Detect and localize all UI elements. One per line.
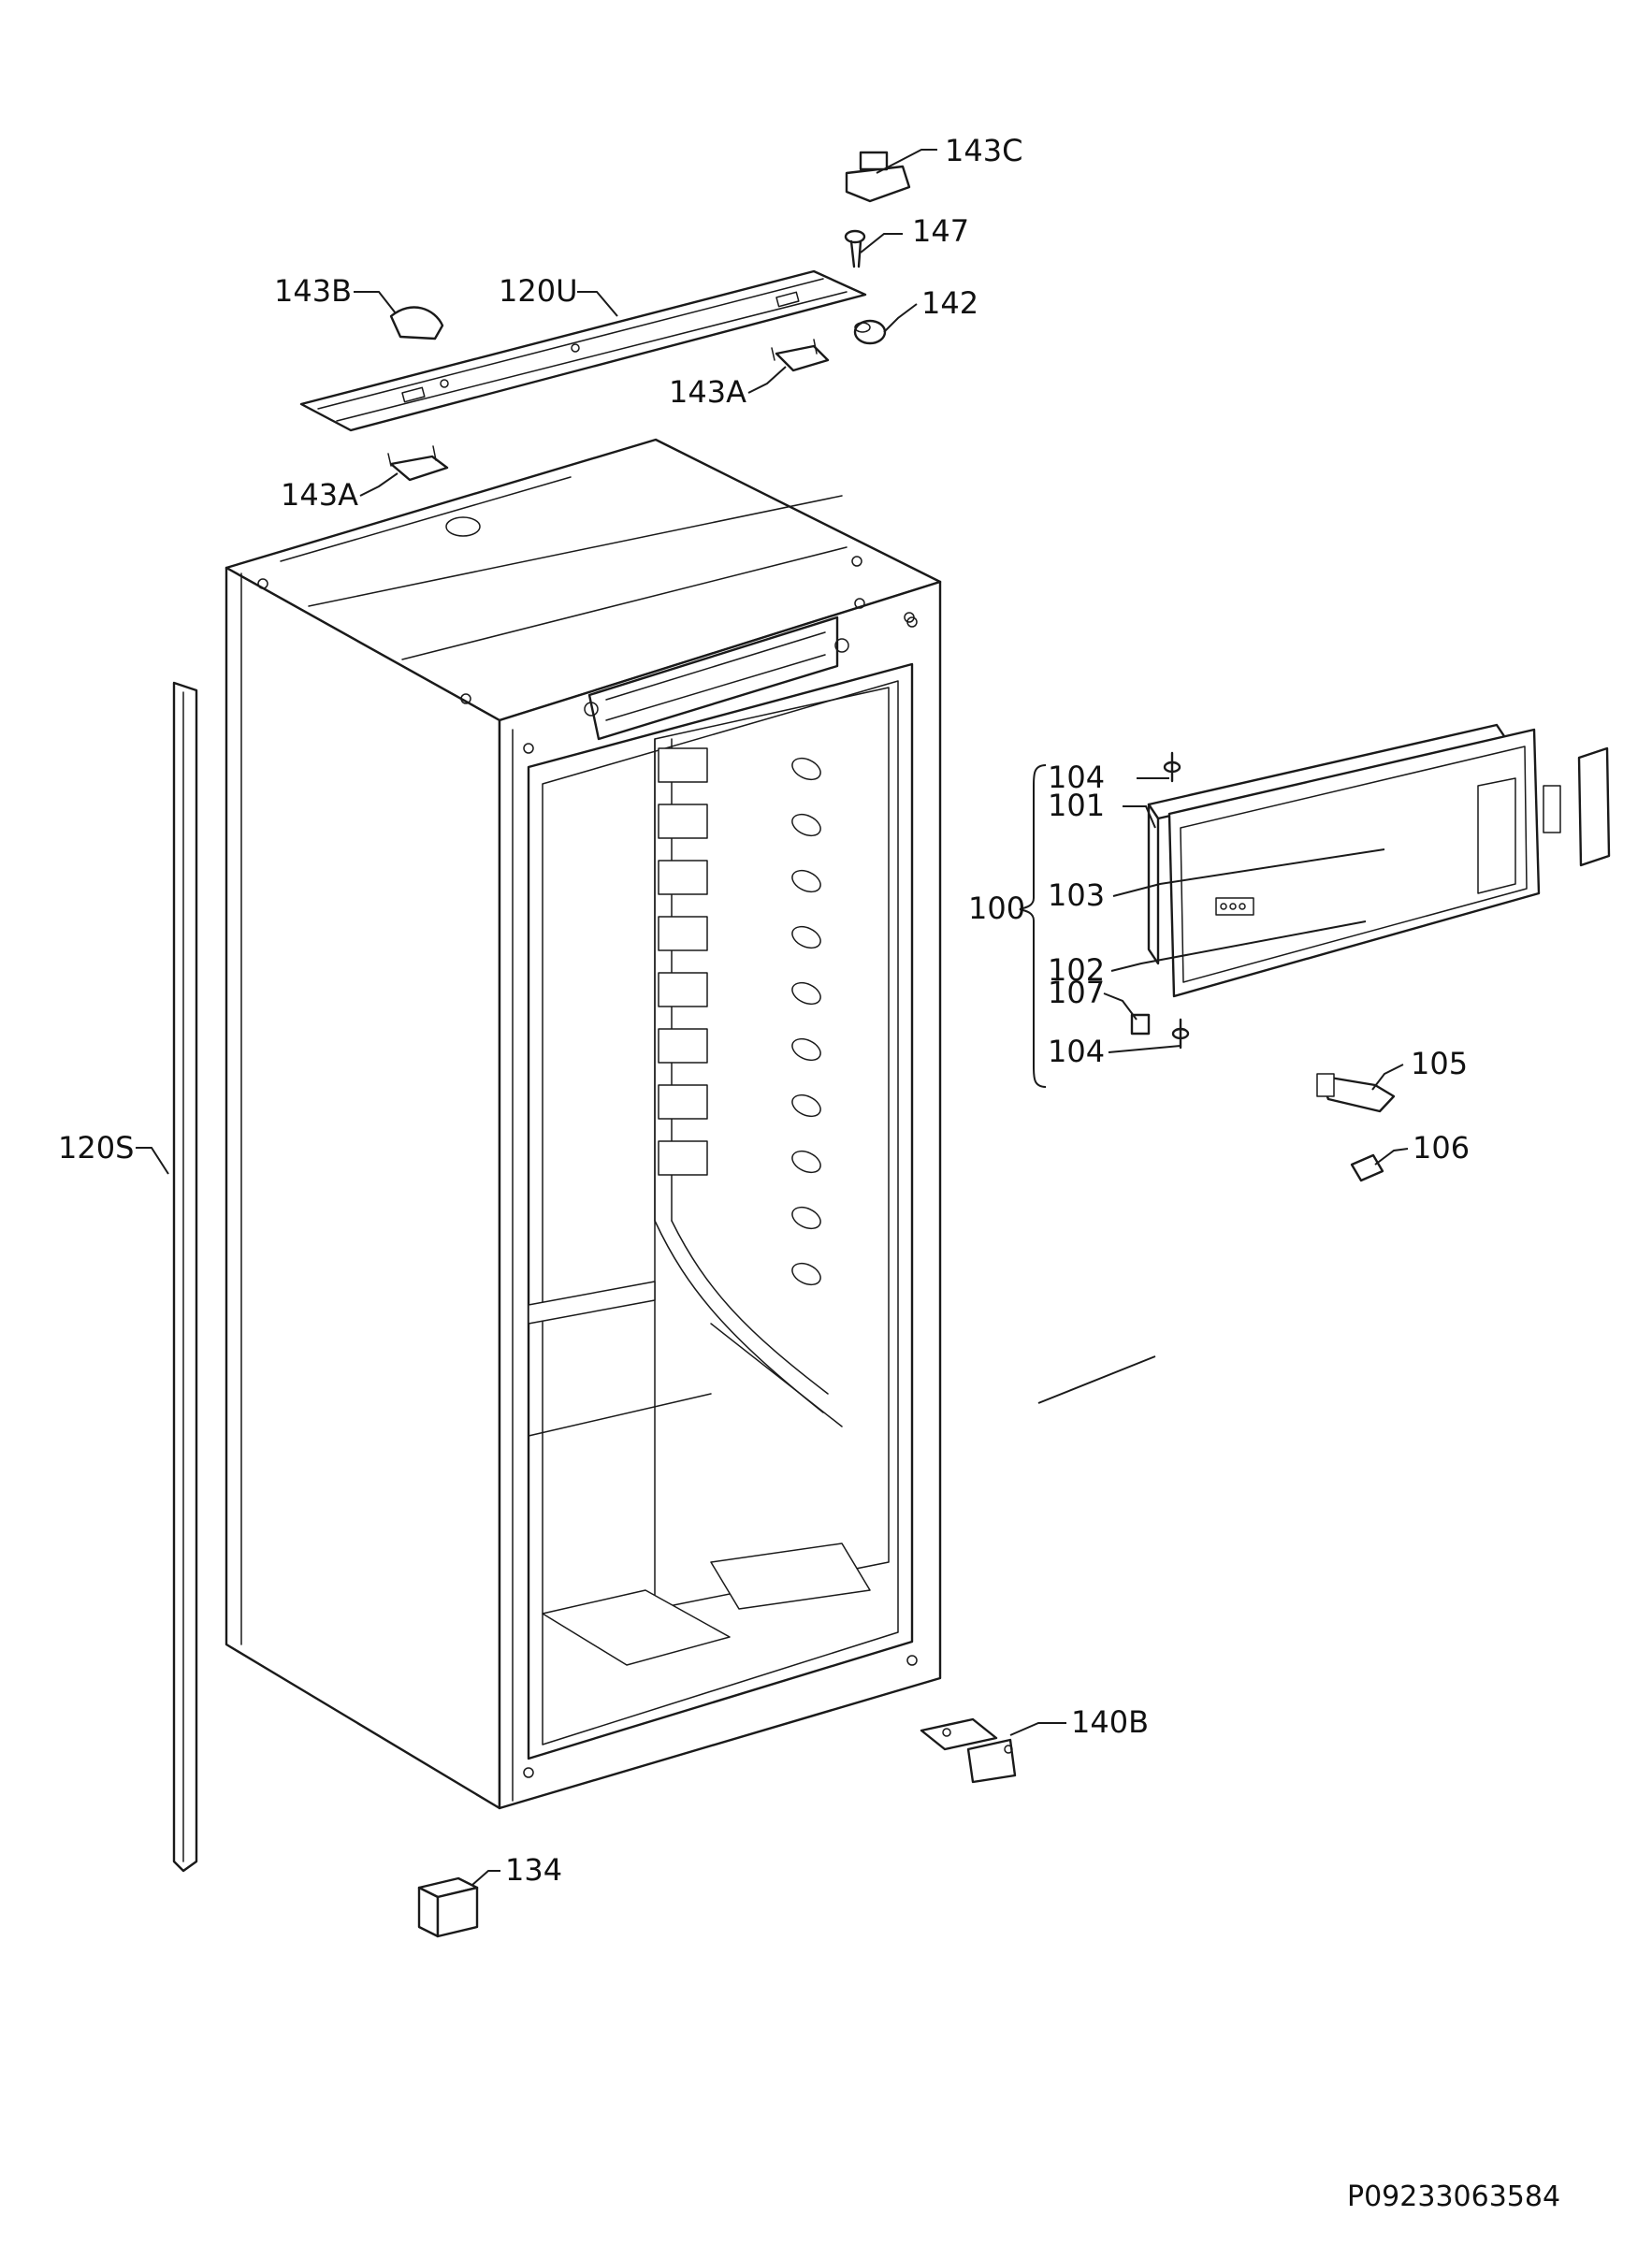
callout-143A-left: 143A <box>281 477 358 513</box>
part-106-cap <box>1350 1153 1384 1182</box>
callout-104-top: 104 <box>1048 760 1105 795</box>
part-143B-cap <box>389 306 444 340</box>
callout-120S: 120S <box>58 1130 134 1166</box>
callout-143A-top: 143A <box>669 374 746 410</box>
callout-101: 101 <box>1048 788 1105 823</box>
part-104-screw-bottom <box>1171 1018 1190 1050</box>
cabinet-body <box>225 438 942 1810</box>
cabinet-side-face <box>225 566 501 1810</box>
callout-103: 103 <box>1048 877 1105 913</box>
part-134-block <box>417 1876 479 1938</box>
callout-106: 106 <box>1413 1130 1470 1166</box>
callout-143B: 143B <box>274 273 352 309</box>
part-120S-seal-strip <box>172 681 198 1873</box>
part-104-screw-top <box>1163 751 1181 783</box>
part-147-screw <box>844 229 866 268</box>
callout-104-bottom: 104 <box>1048 1034 1105 1069</box>
document-id: P09233063584 <box>1347 2180 1560 2213</box>
part-143C-cap <box>845 151 911 203</box>
callout-134: 134 <box>505 1852 562 1888</box>
callout-labels: 143C 147 142 143B 120U 143A 143A 104 101… <box>58 133 1470 1888</box>
callout-105: 105 <box>1411 1046 1468 1081</box>
callout-102: 102 <box>1048 952 1105 988</box>
part-120U-top-plate <box>299 269 867 432</box>
part-105-handle <box>1316 1073 1396 1113</box>
callout-140B: 140B <box>1071 1704 1149 1740</box>
callout-147: 147 <box>912 213 969 249</box>
part-142-bushing <box>853 319 887 345</box>
callout-143C: 143C <box>945 133 1022 168</box>
part-140B-hinge <box>920 1717 1017 1784</box>
part-143A-hinge-cover-left <box>387 445 449 482</box>
callout-120U: 120U <box>499 273 578 309</box>
part-100-door-assembly <box>1147 723 1611 998</box>
part-143A-hinge-cover-right <box>771 339 830 372</box>
callout-leaders <box>136 149 1409 1886</box>
callout-100: 100 <box>968 891 1025 926</box>
cabinet-inner-opening <box>527 662 914 1760</box>
callout-107: 107 <box>1048 975 1105 1010</box>
callout-142: 142 <box>921 285 978 321</box>
